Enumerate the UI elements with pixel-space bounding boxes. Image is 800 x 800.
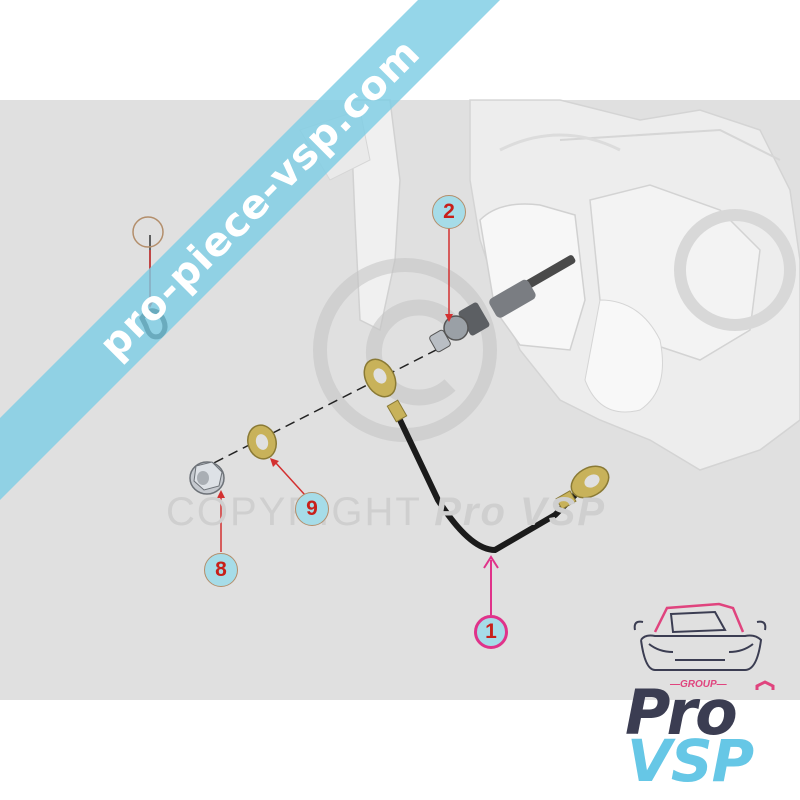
logo-vsp-label: VSP (627, 727, 754, 795)
callout-label: 8 (215, 558, 227, 581)
callout-label: 1 (485, 620, 497, 643)
provsp-logo: —GROUP— Pro VSP (615, 590, 785, 790)
copyright-circle-watermark (313, 258, 497, 442)
car-outline-icon (633, 602, 775, 690)
engine-block-illustration (299, 99, 800, 471)
callout-label: 9 (306, 497, 318, 520)
callout-2: 2 (432, 195, 466, 229)
leader-lines (217, 228, 499, 615)
copyright-text: COPYRIGHT (166, 490, 422, 534)
copyright-watermark: COPYRIGHT Pro VSP (166, 490, 606, 535)
copyright-brand: Pro VSP (434, 490, 607, 534)
washer-part (247, 424, 277, 460)
callout-1: 1 (474, 615, 508, 649)
assembly-axis-line (199, 347, 441, 471)
logo-group-label: —GROUP— (670, 679, 727, 690)
flange-nut-part (189, 461, 225, 495)
glow-plug-part (429, 255, 576, 353)
callout-label: 2 (443, 200, 455, 223)
callout-9: 9 (295, 492, 329, 526)
ground-strap-part (363, 358, 610, 554)
callout-8: 8 (204, 553, 238, 587)
logo-pro-label: Pro (625, 676, 738, 749)
